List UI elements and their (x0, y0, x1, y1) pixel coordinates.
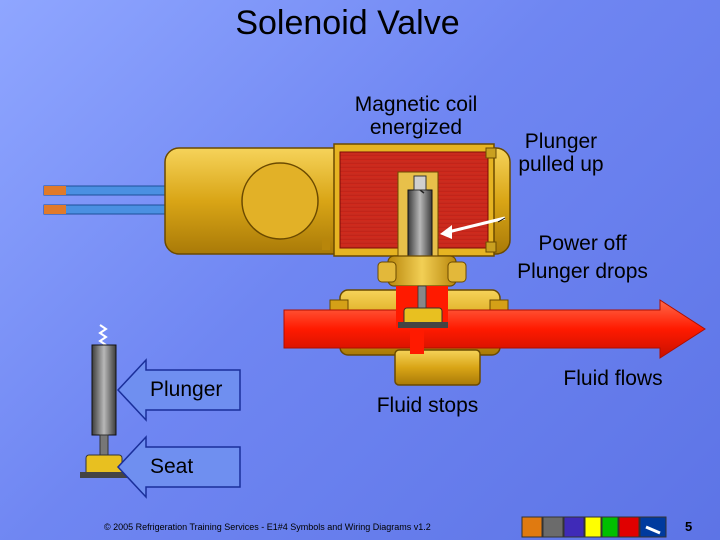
power-off-label: Power off Plunger drops (495, 230, 670, 287)
plunger-callout-label: Plunger (150, 378, 223, 401)
power-label-line2: Plunger drops (517, 260, 648, 284)
page-number: 5 (685, 519, 693, 534)
valve-bonnet (377, 255, 467, 287)
coil-label: Magnetic coil energized (330, 93, 502, 139)
coil-label-line2: energized (369, 116, 463, 140)
seat-callout-label: Seat (150, 455, 194, 478)
fluid-stops-label: Fluid stops (376, 394, 479, 417)
document-icon[interactable] (542, 516, 564, 538)
coil-label-line1: Magnetic coil (354, 93, 478, 116)
pulled-label-line1: Plunger (524, 130, 598, 153)
stop-icon[interactable] (618, 516, 640, 538)
nav-bar (521, 516, 667, 538)
seat-callout-arrow (116, 435, 241, 499)
previous-icon[interactable] (584, 516, 602, 538)
home-icon[interactable] (521, 516, 543, 538)
valve-seat-assembly (398, 285, 448, 328)
slide-title: Solenoid Valve (235, 4, 460, 42)
next-icon[interactable] (601, 516, 619, 538)
pencil-icon[interactable] (639, 516, 667, 538)
fluid-flows-label: Fluid flows (563, 367, 663, 390)
pointer-arrow (440, 216, 506, 239)
footer-copyright: © 2005 Refrigeration Training Services -… (104, 522, 431, 532)
coil-wires (43, 185, 175, 215)
plunger-pulled-label: Plunger pulled up (500, 130, 622, 176)
return-icon[interactable] (563, 516, 585, 538)
plunger-illustration (80, 324, 128, 478)
plunger-callout-arrow (116, 358, 241, 422)
plunger-in-valve (397, 171, 439, 271)
power-label-line1: Power off (538, 232, 627, 255)
pulled-label-line2: pulled up (518, 153, 604, 177)
